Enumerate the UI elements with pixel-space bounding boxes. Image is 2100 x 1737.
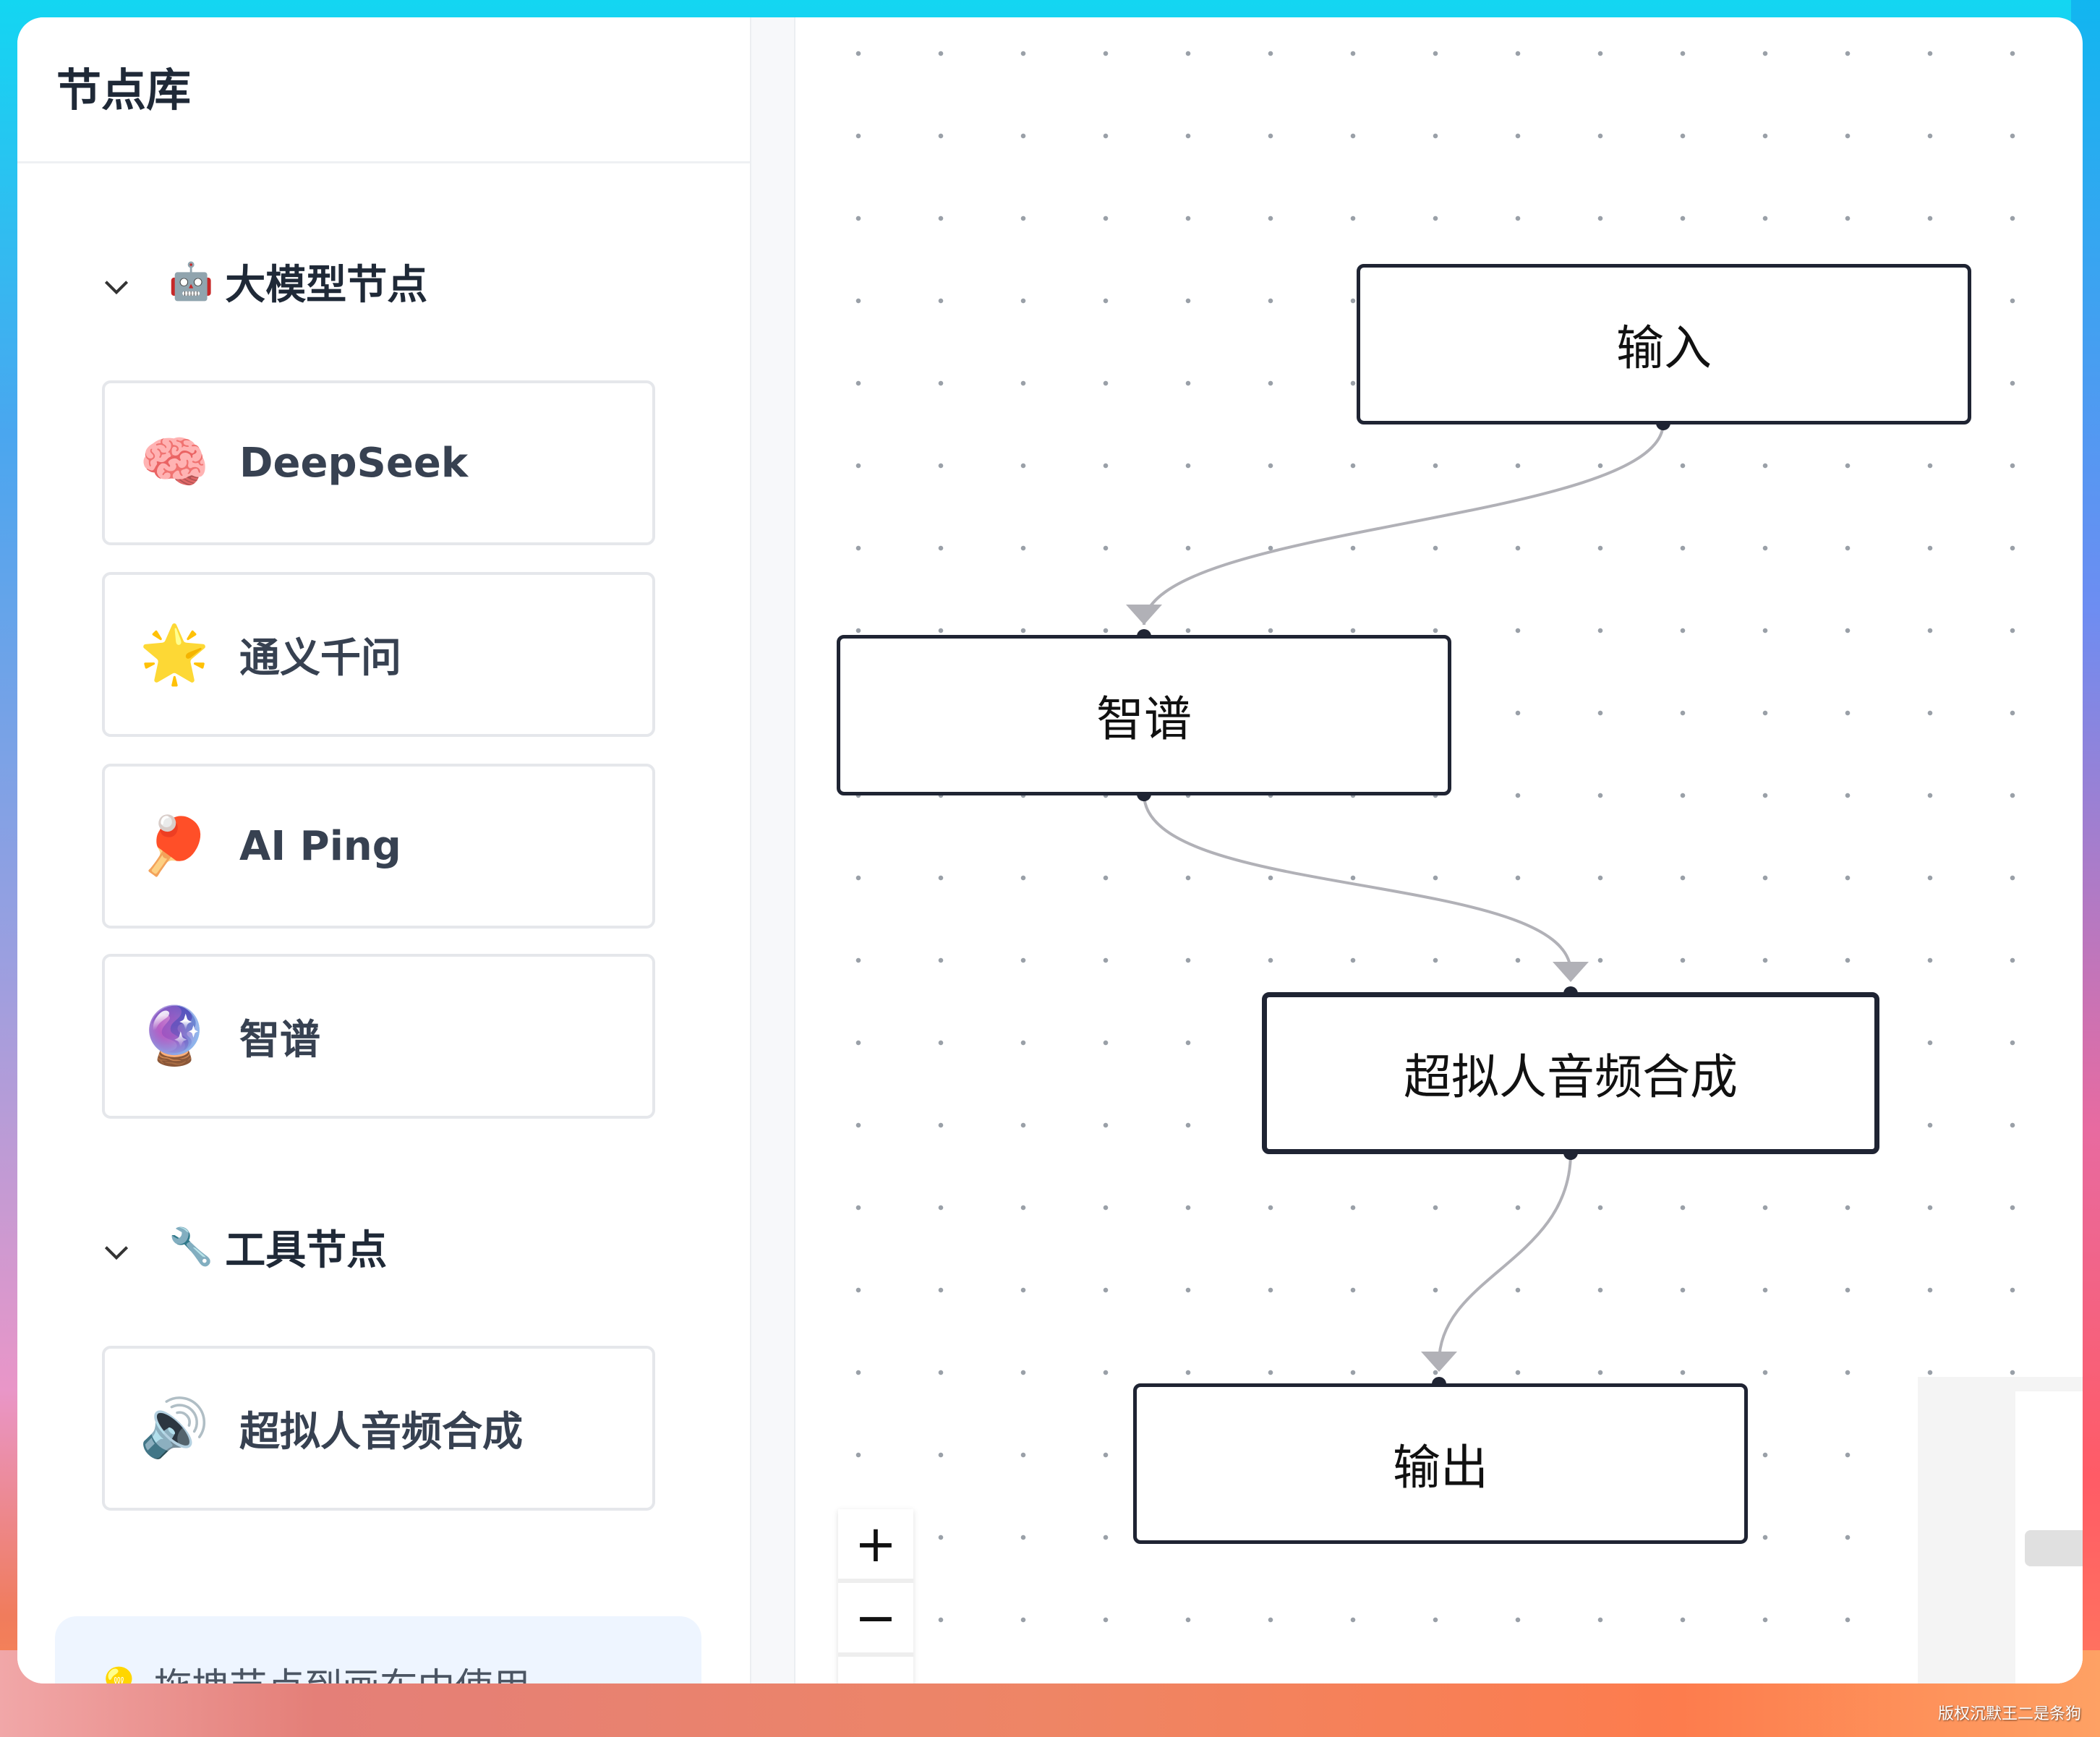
node-card-deepseek[interactable]: 🧠 DeepSeek [102,380,655,545]
section-llm-nodes[interactable]: 🤖 大模型节点 [101,252,427,311]
node-card-ai-ping[interactable]: 🏓 AI Ping [102,764,655,929]
wrench-icon: 🔧 [168,1226,214,1268]
node-card-label: 超拟人音频合成 [239,1408,523,1456]
minimap-node [2025,1530,2083,1566]
flow-node-input[interactable]: 输入 [1357,264,1971,424]
app-window: 节点库 🤖 大模型节点 🧠 DeepSeek 🌟 通义千问 🏓 AI Ping 🔮 智谱… [17,17,2083,1683]
resize-handle[interactable] [750,17,795,1683]
flow-node-output[interactable]: 输出 [1133,1383,1748,1544]
crystal-ball-icon: 🔮 [139,1003,210,1069]
flow-node-zhipu[interactable]: 智谱 [837,635,1451,795]
robot-icon: 🤖 [168,260,214,302]
fit-view-button[interactable] [838,1657,913,1683]
section-tool-nodes[interactable]: 🔧 工具节点 [101,1218,387,1276]
watermark: 版权沉默王二是条狗 [1937,1705,2081,1723]
node-card-label: 通义千问 [239,634,401,682]
zoom-out-button[interactable]: − [838,1583,913,1657]
ping-pong-icon: 🏓 [139,813,210,879]
star-icon: 🌟 [139,621,210,687]
brain-icon: 🧠 [139,430,210,495]
flow-node-tts[interactable]: 超拟人音频合成 [1262,992,1879,1154]
node-card-label: DeepSeek [239,439,469,487]
sidebar-title: 节点库 [56,64,192,116]
node-library-sidebar: 节点库 🤖 大模型节点 🧠 DeepSeek 🌟 通义千问 🏓 AI Ping 🔮 智谱… [17,17,750,1683]
section-label: 工具节点 [225,1227,388,1274]
chevron-down-icon[interactable] [101,266,132,298]
zoom-controls: + − [838,1509,913,1683]
usage-tip: 💡 拖拽节点到画布中使用 [55,1616,701,1683]
zoom-in-button[interactable]: + [838,1509,913,1583]
speaker-icon: 🔊 [139,1395,210,1461]
tip-text: 拖拽节点到画布中使用 [154,1666,530,1683]
section-label: 大模型节点 [225,262,428,309]
chevron-down-icon[interactable] [101,1232,132,1263]
node-card-tongyi[interactable]: 🌟 通义千问 [102,572,655,737]
lightbulb-icon: 💡 [95,1666,142,1683]
minimap[interactable] [1918,1377,2083,1683]
node-card-label: AI Ping [239,822,401,870]
node-card-tts[interactable]: 🔊 超拟人音频合成 [102,1346,655,1511]
node-card-zhipu[interactable]: 🔮 智谱 [102,954,655,1119]
node-card-label: 智谱 [239,1016,320,1064]
